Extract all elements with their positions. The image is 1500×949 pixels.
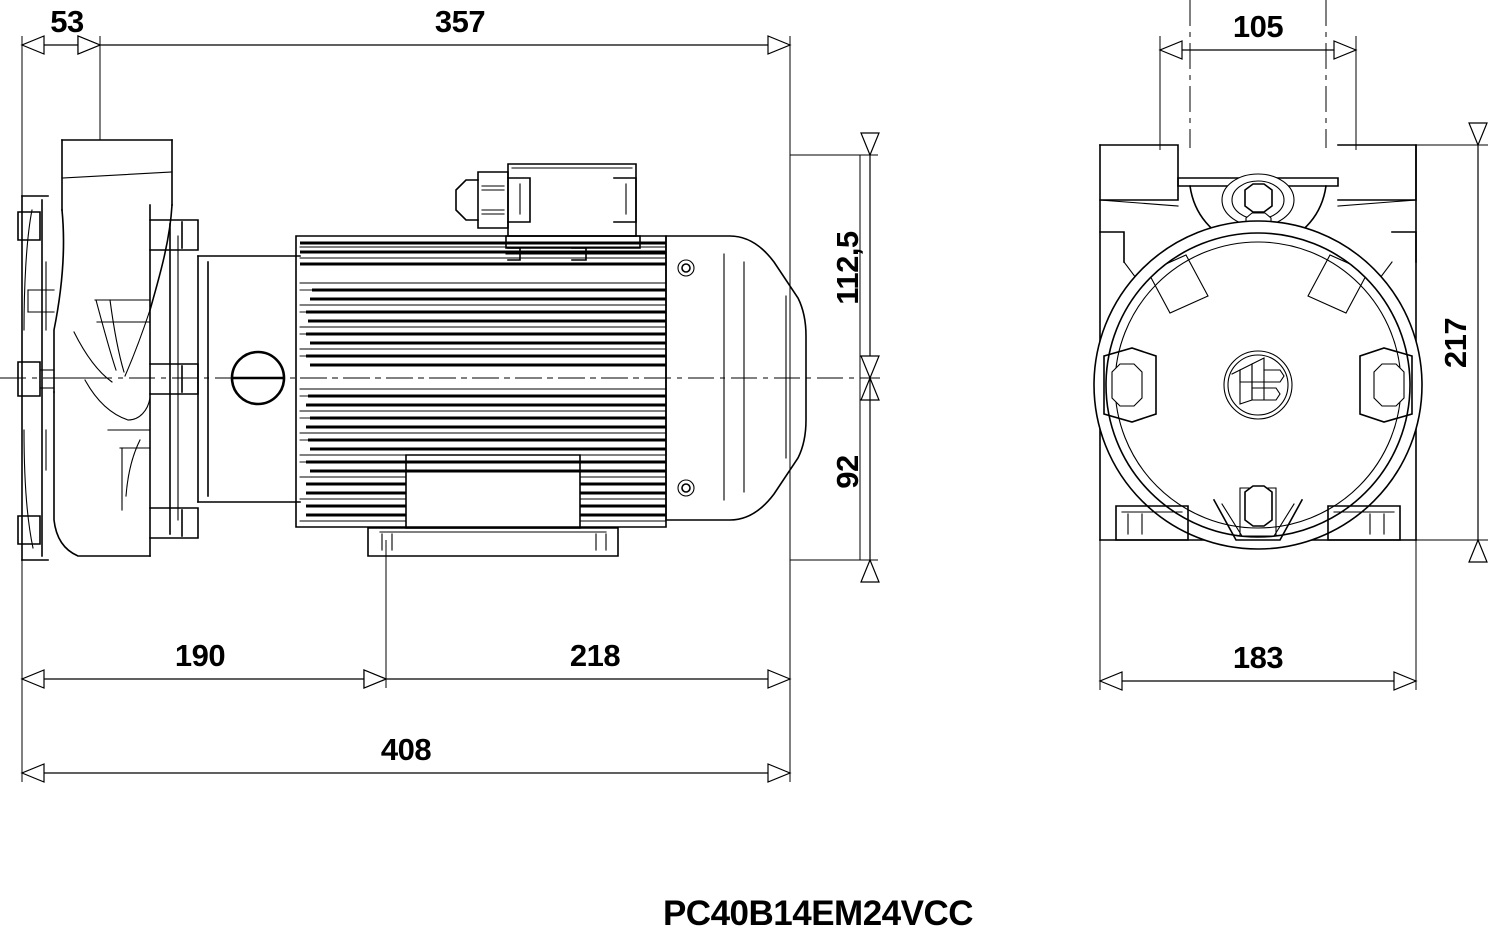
dim-105-label: 105 [1233,9,1283,44]
fan-cover-screw-top [677,259,695,277]
cable-gland [455,171,509,229]
dim-408: 408 [21,732,791,783]
end-view-feet [1115,505,1401,541]
dim-183: 183 [1099,640,1417,691]
casing-flange-bolts [149,219,199,539]
dim-183-label: 183 [1233,640,1283,675]
dim-105: 105 [1159,9,1357,60]
end-elevation-view: 105 217 183 [1093,0,1488,691]
drawing-title: PC40B14EM24VCC [663,894,973,933]
dim-217: 217 [1438,122,1488,563]
bottom-hex-boss [1212,485,1304,541]
pump-casing [53,139,173,557]
corner-bolt-bosses [1103,347,1413,423]
side-view-dimensions: 53 357 112,5 92 [21,4,880,783]
dim-53-label: 53 [50,4,84,39]
cooling-fins [299,241,666,473]
adapter-bracket [197,255,301,503]
dim-218-label: 218 [570,638,620,673]
fan-cover [665,235,807,521]
dim-190-label: 190 [175,638,225,673]
fan-cover-screw-bottom [677,479,695,497]
mounting-foot [367,454,619,557]
dim-92: 92 [790,355,880,583]
dim-112-5-label: 112,5 [830,231,865,305]
dim-408-label: 408 [381,732,431,767]
dim-357-label: 357 [435,4,485,39]
dim-218: 218 [363,638,791,689]
motor-body [295,235,667,528]
dim-92-label: 92 [830,455,865,488]
side-elevation-view: 53 357 112,5 92 [0,4,880,783]
manufacturer-logo [1223,350,1293,420]
dim-112-5: 112,5 [790,132,880,401]
dim-190: 190 [21,638,387,689]
dim-357: 357 [77,4,791,55]
terminal-box [505,163,667,261]
fan-cover-face [1093,220,1423,550]
end-view-dimensions: 105 217 183 [1099,9,1488,691]
dim-217-label: 217 [1438,318,1473,368]
cooling-fins-lower [306,482,666,517]
